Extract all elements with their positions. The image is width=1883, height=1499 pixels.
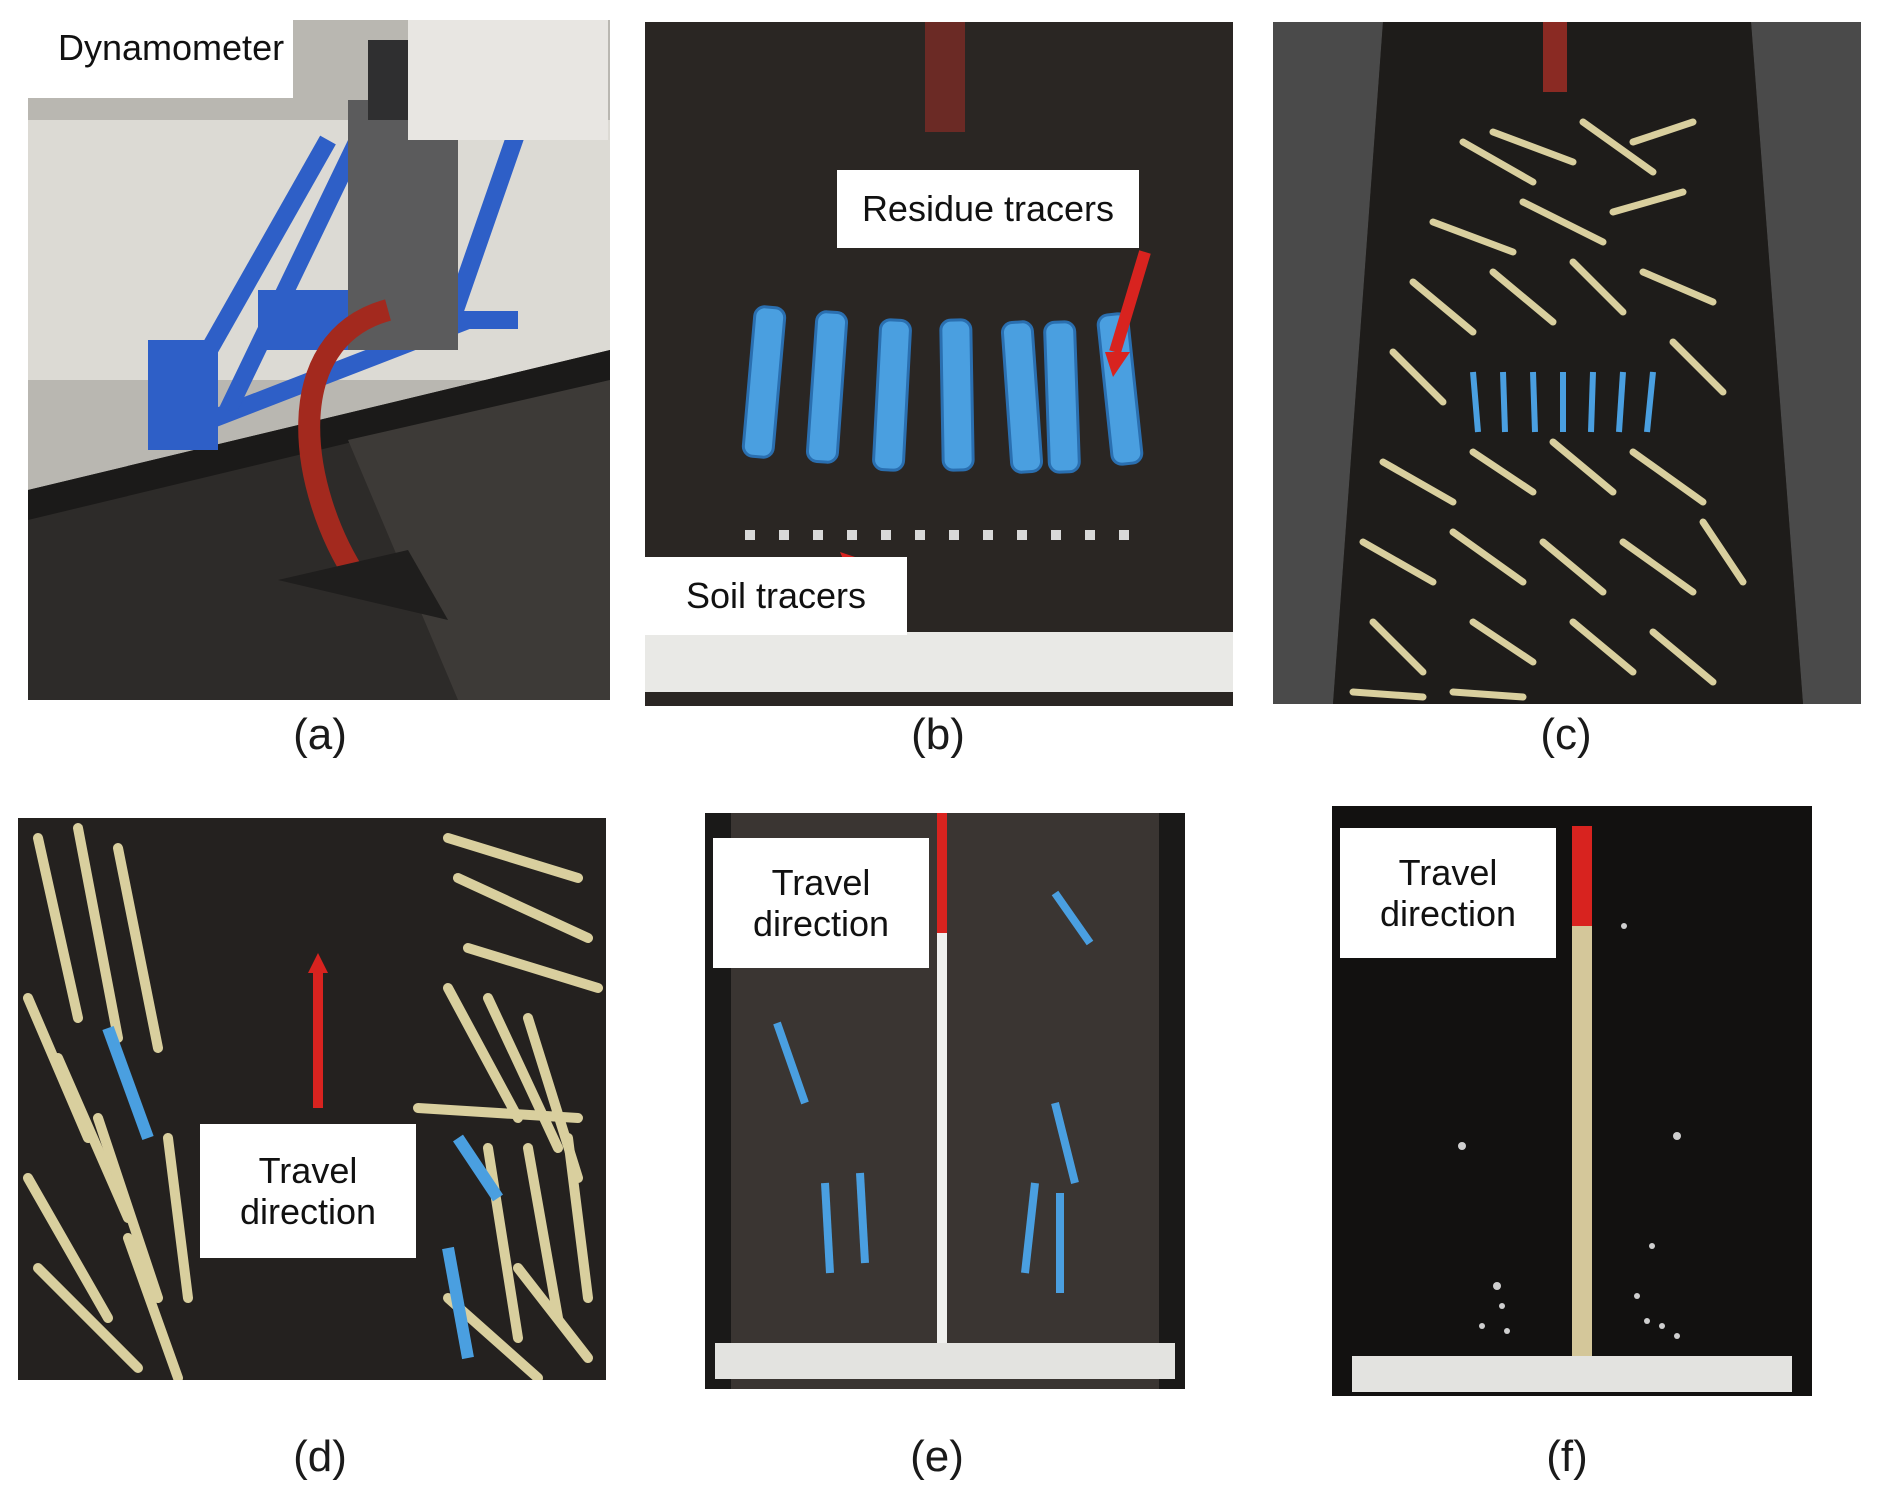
label-soil-tracers-text: Soil tracers xyxy=(685,575,867,617)
photo-panel-f: Travel direction xyxy=(1332,806,1812,1396)
photo-panel-d: Travel direction xyxy=(18,818,606,1380)
caption-b: (b) xyxy=(911,710,965,759)
label-residue-tracers: Residue tracers xyxy=(837,170,1139,248)
photo-d-after-tillage-residue xyxy=(18,818,606,1380)
caption-e: (e) xyxy=(910,1432,964,1481)
label-travel-d-line1: Travel xyxy=(258,1149,358,1191)
label-travel-direction-e: Travel direction xyxy=(713,838,929,968)
label-travel-e-line2: direction xyxy=(752,903,890,944)
photo-c-residue-bed xyxy=(1273,22,1861,704)
label-travel-direction-f: Travel direction xyxy=(1340,828,1556,958)
caption-c: (c) xyxy=(1540,710,1592,759)
label-dynamometer: Dynamometer xyxy=(28,20,293,98)
label-travel-d-line2: direction xyxy=(239,1191,377,1232)
caption-f: (f) xyxy=(1546,1432,1588,1481)
label-travel-e-line1: Travel xyxy=(771,861,871,903)
photo-panel-b: Residue tracers Soil tracers xyxy=(645,22,1233,706)
photo-a-tillage-tool-dynamometer xyxy=(28,20,610,700)
label-travel-direction-d: Travel direction xyxy=(200,1124,416,1258)
photo-panel-c xyxy=(1273,22,1861,704)
caption-d: (d) xyxy=(293,1432,347,1481)
label-soil-tracers: Soil tracers xyxy=(645,557,907,635)
label-travel-f-line1: Travel xyxy=(1398,851,1498,893)
label-dynamometer-text: Dynamometer xyxy=(58,26,285,68)
label-residue-tracers-text: Residue tracers xyxy=(861,188,1115,230)
photo-panel-e: Travel direction xyxy=(705,813,1185,1389)
caption-a: (a) xyxy=(293,710,347,759)
photo-panel-a: Dynamometer xyxy=(28,20,610,700)
label-travel-f-line2: direction xyxy=(1379,893,1517,934)
